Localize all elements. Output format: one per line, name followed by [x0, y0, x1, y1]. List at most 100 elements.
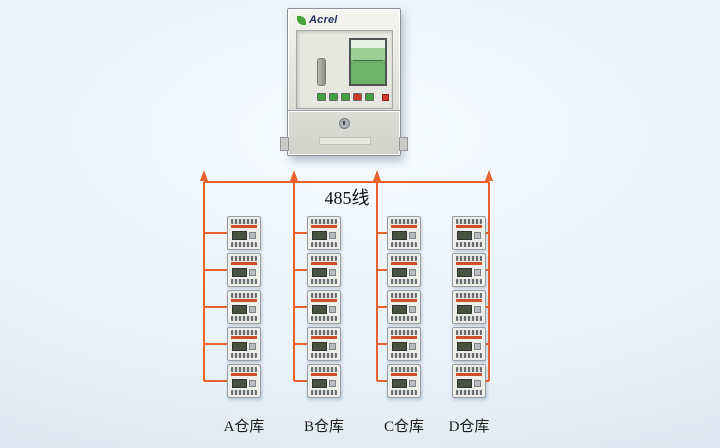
brand-stripe	[456, 373, 482, 376]
stub-lines-a	[204, 232, 227, 382]
brand-stripe	[311, 336, 337, 339]
brand-stripe	[456, 225, 482, 228]
bus-arrow-left	[200, 170, 208, 181]
meter-button	[249, 379, 256, 387]
meter-button	[474, 305, 481, 313]
terminal-row-top	[391, 293, 417, 298]
terminal-row-top	[311, 293, 337, 298]
terminal-row-top	[311, 330, 337, 335]
meter-face	[231, 339, 257, 353]
meter-face	[456, 302, 482, 316]
terminal-row-top	[231, 367, 257, 372]
energy-meter-device	[387, 216, 421, 250]
meter-face	[231, 265, 257, 279]
meter-face	[391, 376, 417, 390]
stub-lines-c	[377, 232, 387, 382]
energy-meter-device	[387, 253, 421, 287]
meter-face	[456, 265, 482, 279]
terminal-row-bottom	[311, 390, 337, 395]
terminal-row-top	[456, 367, 482, 372]
terminal-row-top	[456, 293, 482, 298]
door-seam	[288, 110, 400, 111]
energy-meter-device	[387, 327, 421, 361]
energy-meter-device	[227, 290, 261, 324]
warehouse-label-c: C仓库	[383, 419, 425, 435]
meter-lcd-display	[312, 267, 327, 277]
panel-button	[317, 93, 326, 101]
meter-face	[456, 228, 482, 242]
energy-meter-device	[452, 216, 486, 250]
brand-stripe	[456, 299, 482, 302]
meter-lcd-display	[232, 304, 247, 314]
brand-stripe	[231, 262, 257, 265]
monitoring-cabinet: Acrel	[280, 8, 408, 156]
brand-stripe	[311, 262, 337, 265]
brand-stripe	[231, 373, 257, 376]
terminal-row-top	[391, 330, 417, 335]
meter-lcd-display	[312, 341, 327, 351]
meter-button	[329, 379, 336, 387]
energy-meter-device	[227, 216, 261, 250]
meter-face	[391, 339, 417, 353]
cabinet-logo: Acrel	[297, 14, 338, 26]
energy-meter-device	[387, 364, 421, 398]
panel-button	[329, 93, 338, 101]
meter-lcd-display	[392, 341, 407, 351]
terminal-row-bottom	[456, 279, 482, 284]
warehouse-label-a: A仓库	[223, 419, 265, 435]
meter-button	[409, 268, 416, 276]
terminal-row-top	[231, 293, 257, 298]
meter-button	[474, 342, 481, 350]
acrel-leaf-icon	[297, 15, 306, 25]
energy-meter-device	[307, 327, 341, 361]
meter-lcd-display	[457, 230, 472, 240]
terminal-row-bottom	[391, 279, 417, 284]
meter-lcd-display	[457, 341, 472, 351]
terminal-row-top	[311, 219, 337, 224]
meter-lcd-display	[312, 230, 327, 240]
meter-button	[409, 231, 416, 239]
meter-lcd-display	[312, 304, 327, 314]
terminal-row-bottom	[391, 390, 417, 395]
panel-button	[353, 93, 362, 101]
meter-lcd-display	[232, 341, 247, 351]
brand-stripe	[231, 225, 257, 228]
meter-button	[329, 231, 336, 239]
meter-face	[231, 302, 257, 316]
meter-button	[474, 231, 481, 239]
terminal-row-top	[231, 330, 257, 335]
nameplate-strip	[319, 137, 371, 145]
energy-meter-device	[227, 253, 261, 287]
meter-button	[409, 305, 416, 313]
meter-lcd-display	[232, 230, 247, 240]
status-led	[382, 93, 389, 101]
warehouse-label-b: B仓库	[303, 419, 345, 435]
mounting-tab	[399, 137, 408, 151]
warehouse-column-c	[387, 216, 421, 398]
meter-button	[249, 305, 256, 313]
meter-button	[329, 305, 336, 313]
energy-meter-device	[307, 364, 341, 398]
meter-button	[409, 379, 416, 387]
terminal-row-bottom	[456, 242, 482, 247]
cabinet-brand-label: Acrel	[309, 14, 338, 26]
lcd-screen	[349, 38, 387, 86]
energy-meter-device	[452, 290, 486, 324]
meter-lcd-display	[457, 267, 472, 277]
meter-button	[329, 342, 336, 350]
terminal-row-bottom	[311, 353, 337, 358]
energy-meter-device	[452, 364, 486, 398]
meter-button	[249, 342, 256, 350]
meter-face	[311, 339, 337, 353]
meter-face	[391, 265, 417, 279]
meter-face	[311, 302, 337, 316]
meter-face	[456, 376, 482, 390]
terminal-row-bottom	[456, 353, 482, 358]
meter-face	[391, 228, 417, 242]
brand-stripe	[391, 373, 417, 376]
terminal-row-bottom	[456, 316, 482, 321]
terminal-row-top	[456, 330, 482, 335]
bus-label: 485线	[324, 188, 370, 208]
